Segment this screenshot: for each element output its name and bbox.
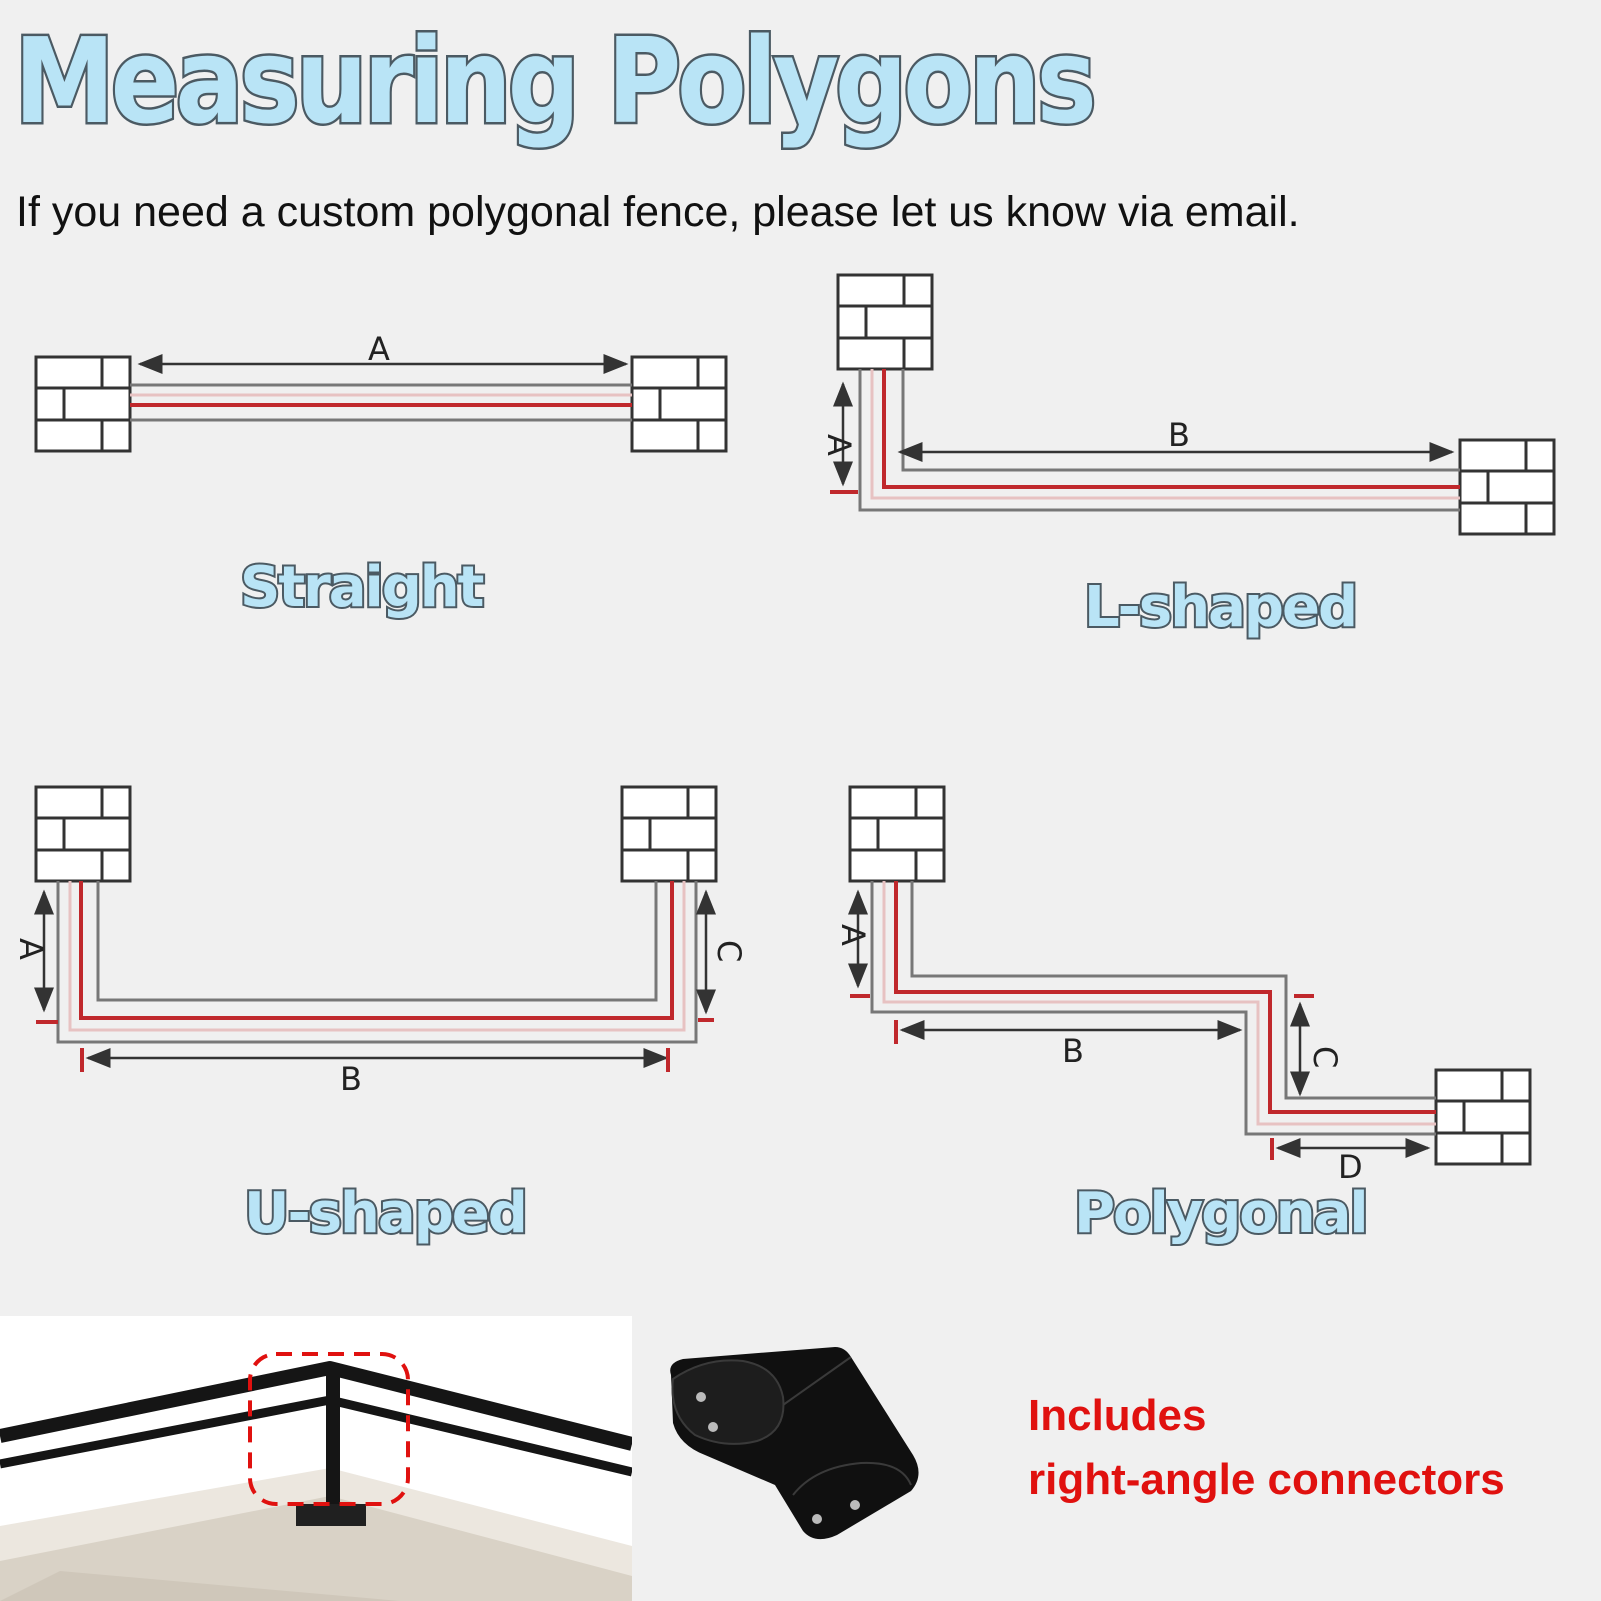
brick-pillar-icon <box>620 785 718 883</box>
l-shaped-diagram: A B <box>820 273 1556 536</box>
brick-pillar-icon <box>630 355 728 453</box>
brick-pillar-icon <box>34 785 132 883</box>
polygonal-diagram: A B C D <box>834 785 1532 1186</box>
dimension-label-c: C <box>1306 1046 1344 1068</box>
includes-line-2: right-angle connectors <box>1028 1455 1505 1504</box>
straight-diagram: A <box>34 330 728 453</box>
layout-label-polygonal: Polygonal <box>1072 1181 1371 1246</box>
includes-line-1: Includes <box>1028 1391 1207 1440</box>
dimension-label-a: A <box>834 924 872 946</box>
layout-label-l-shaped: L-shaped <box>1082 575 1360 640</box>
dimension-label-c: C <box>710 940 748 962</box>
u-shaped-diagram: A B C <box>12 785 748 1098</box>
includes-note: Includes right-angle connectors <box>1028 1384 1505 1512</box>
dimension-label-a: A <box>820 434 858 456</box>
brick-pillar-icon <box>1458 438 1556 536</box>
dimension-label-b: B <box>1168 416 1190 454</box>
connector-photo <box>665 1345 945 1545</box>
brick-pillar-icon <box>34 355 132 453</box>
fence-diagrams: A A B A B C <box>12 273 1556 1186</box>
dimension-label-b: B <box>340 1060 362 1098</box>
right-angle-connector-icon <box>670 1347 919 1540</box>
brick-pillar-icon <box>848 785 946 883</box>
page-title: Measuring Polygons <box>12 12 1099 150</box>
dimension-label-b: B <box>1062 1032 1084 1070</box>
dimension-label-a: A <box>12 938 50 960</box>
dimension-label-a: A <box>368 330 390 368</box>
layout-label-u-shaped: U-shaped <box>242 1181 530 1246</box>
corner-highlight-icon <box>248 1352 410 1506</box>
page-subtitle: If you need a custom polygonal fence, pl… <box>16 188 1300 236</box>
layout-label-straight: Straight <box>238 555 486 620</box>
dimension-label-d: D <box>1338 1148 1363 1186</box>
railing-photo <box>0 1316 632 1601</box>
brick-pillar-icon <box>1434 1068 1532 1166</box>
brick-pillar-icon <box>836 273 934 371</box>
